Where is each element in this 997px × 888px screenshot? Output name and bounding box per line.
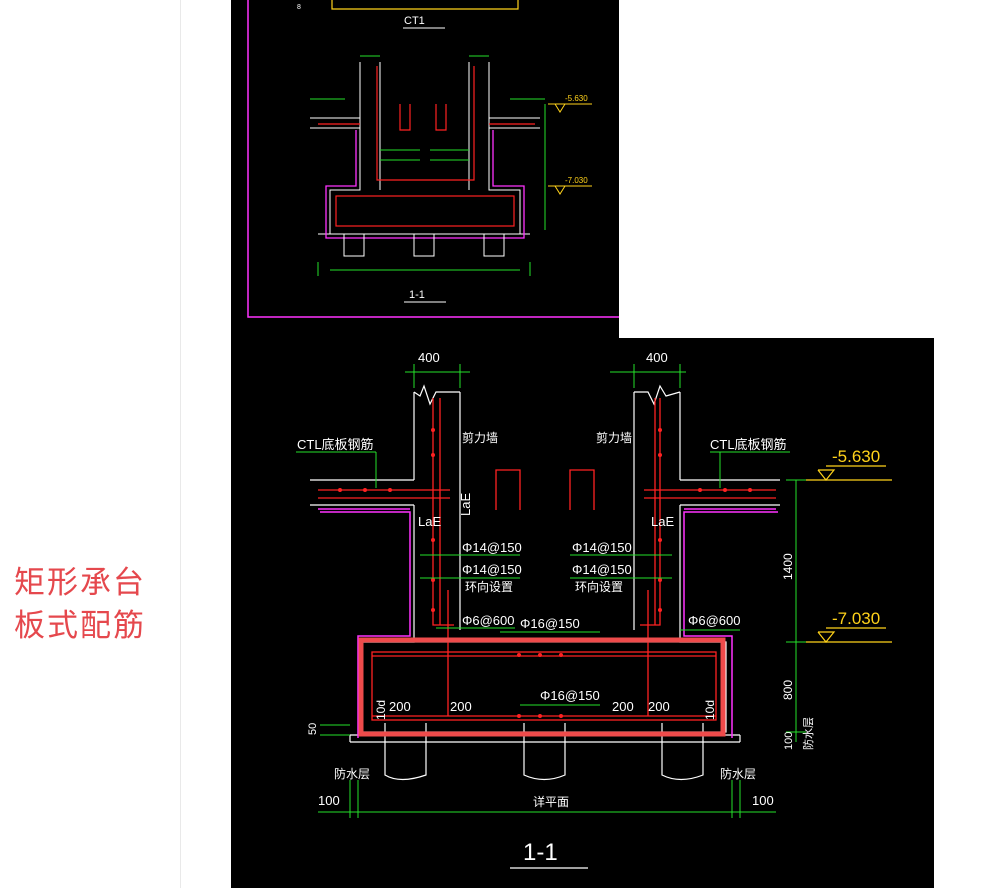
label-shear-wall-right: 剪力墙 <box>596 430 632 445</box>
dim-800: 800 <box>781 680 795 700</box>
dim-100-bottom-left: 100 <box>318 793 340 808</box>
elev-bottom: -7.030 <box>832 609 880 628</box>
rebar-side-2-right: Φ14@150 <box>572 562 632 577</box>
side-caption: 矩形承台 板式配筋 <box>14 562 174 648</box>
note-ring-right: 环向设置 <box>575 579 623 594</box>
dim-50: 50 <box>307 723 319 735</box>
rebar-top: Φ16@150 <box>520 616 580 631</box>
left-panel: 矩形承台 板式配筋 <box>0 0 181 888</box>
piles <box>384 723 704 781</box>
rebars <box>318 398 776 721</box>
label-lae-left: LaE <box>418 514 441 529</box>
label-waterproof-bottom-left: 防水层 <box>334 766 370 781</box>
top-waterproof <box>325 130 525 239</box>
main-section-label: 1-1 <box>523 839 558 866</box>
dim-10d-left: 10d <box>374 700 388 720</box>
label-lae-vertical: LaE <box>458 493 473 516</box>
note-ring-left: 环向设置 <box>465 579 513 594</box>
ct1-plan-edge <box>331 0 519 10</box>
top-elev-mark: -7.030 <box>565 176 588 185</box>
top-drawing: 8 CT1 <box>231 0 619 338</box>
rebar-side-2-left: Φ14@150 <box>462 562 522 577</box>
frame-border <box>247 0 619 318</box>
label-ctl-left: CTL底板钢筋 <box>297 437 374 452</box>
dim-200-2: 200 <box>450 699 472 714</box>
leaders <box>296 451 806 818</box>
label-waterproof-right: 防水层 <box>801 717 815 750</box>
label-ctl-right: CTL底板钢筋 <box>710 437 787 452</box>
top-elevations <box>548 103 592 195</box>
rebar-side-1-right: Φ14@150 <box>572 540 632 555</box>
rebar-bottom: Φ16@150 <box>540 688 600 703</box>
top-rebars <box>318 66 535 227</box>
caption-line-2: 板式配筋 <box>14 608 146 644</box>
dim-wall-right: 400 <box>646 350 668 365</box>
dim-10d-right: 10d <box>703 700 717 720</box>
dim-200-4: 200 <box>648 699 670 714</box>
label-shear-wall-left: 剪力墙 <box>462 430 498 445</box>
dim-200-3: 200 <box>612 699 634 714</box>
highlight-box <box>358 637 726 737</box>
dim-100-right: 100 <box>783 732 795 750</box>
top-dimensions <box>310 55 546 276</box>
top-section-label: 1-1 <box>409 289 425 301</box>
tick-mark: 8 <box>297 4 301 11</box>
dim-200-1: 200 <box>389 699 411 714</box>
rebar-dots <box>338 428 752 718</box>
wall-dimensions <box>405 364 686 388</box>
label-waterproof-bottom-right: 防水层 <box>720 766 756 781</box>
label-lae-right: LaE <box>651 514 674 529</box>
elev-top: -5.630 <box>832 447 880 466</box>
top-piles <box>343 233 505 257</box>
stirrup-right: Φ6@600 <box>688 613 741 628</box>
dim-wall-left: 400 <box>418 350 440 365</box>
main-drawing-background <box>231 338 934 888</box>
waterproof-layer <box>318 508 778 738</box>
main-drawing: 400 400 <box>231 338 934 888</box>
caption-line-1: 矩形承台 <box>14 565 146 601</box>
top-title: CT1 <box>404 15 425 27</box>
dim-100-bottom-right: 100 <box>752 793 774 808</box>
rebar-side-1-left: Φ14@150 <box>462 540 522 555</box>
top-drawing-background <box>231 0 619 338</box>
label-plan: 详平面 <box>533 794 569 809</box>
top-elev-mark: -5.630 <box>565 94 588 103</box>
stirrup-left: Φ6@600 <box>462 613 515 628</box>
dim-1400: 1400 <box>781 553 795 580</box>
elevation-markers <box>806 465 892 643</box>
